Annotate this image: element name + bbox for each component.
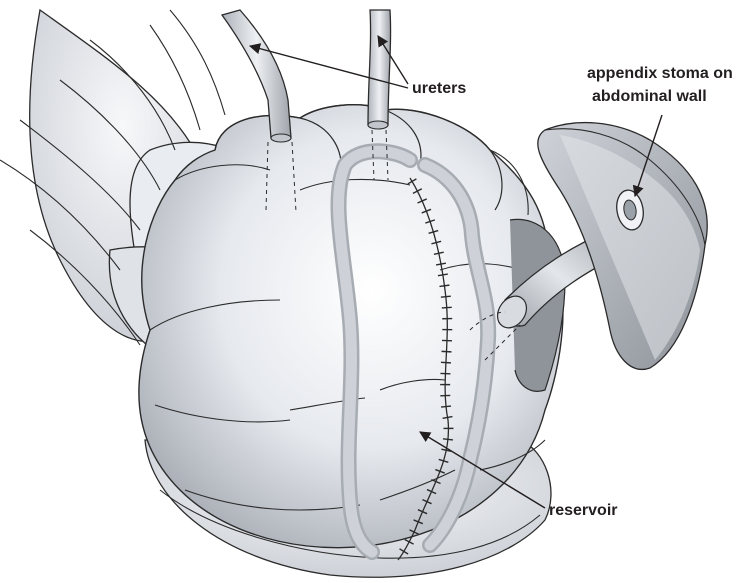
stoma-label-line2: abdominal wall	[592, 88, 707, 105]
reservoir-label: reservoir	[549, 502, 618, 519]
abdominal-wall	[538, 123, 707, 370]
suture-stitch	[441, 362, 451, 363]
suture-stitch	[442, 351, 452, 352]
ureters-label: ureters	[412, 80, 466, 97]
suture-stitch	[442, 307, 452, 308]
stoma-label-line1: appendix stoma on	[587, 65, 733, 82]
